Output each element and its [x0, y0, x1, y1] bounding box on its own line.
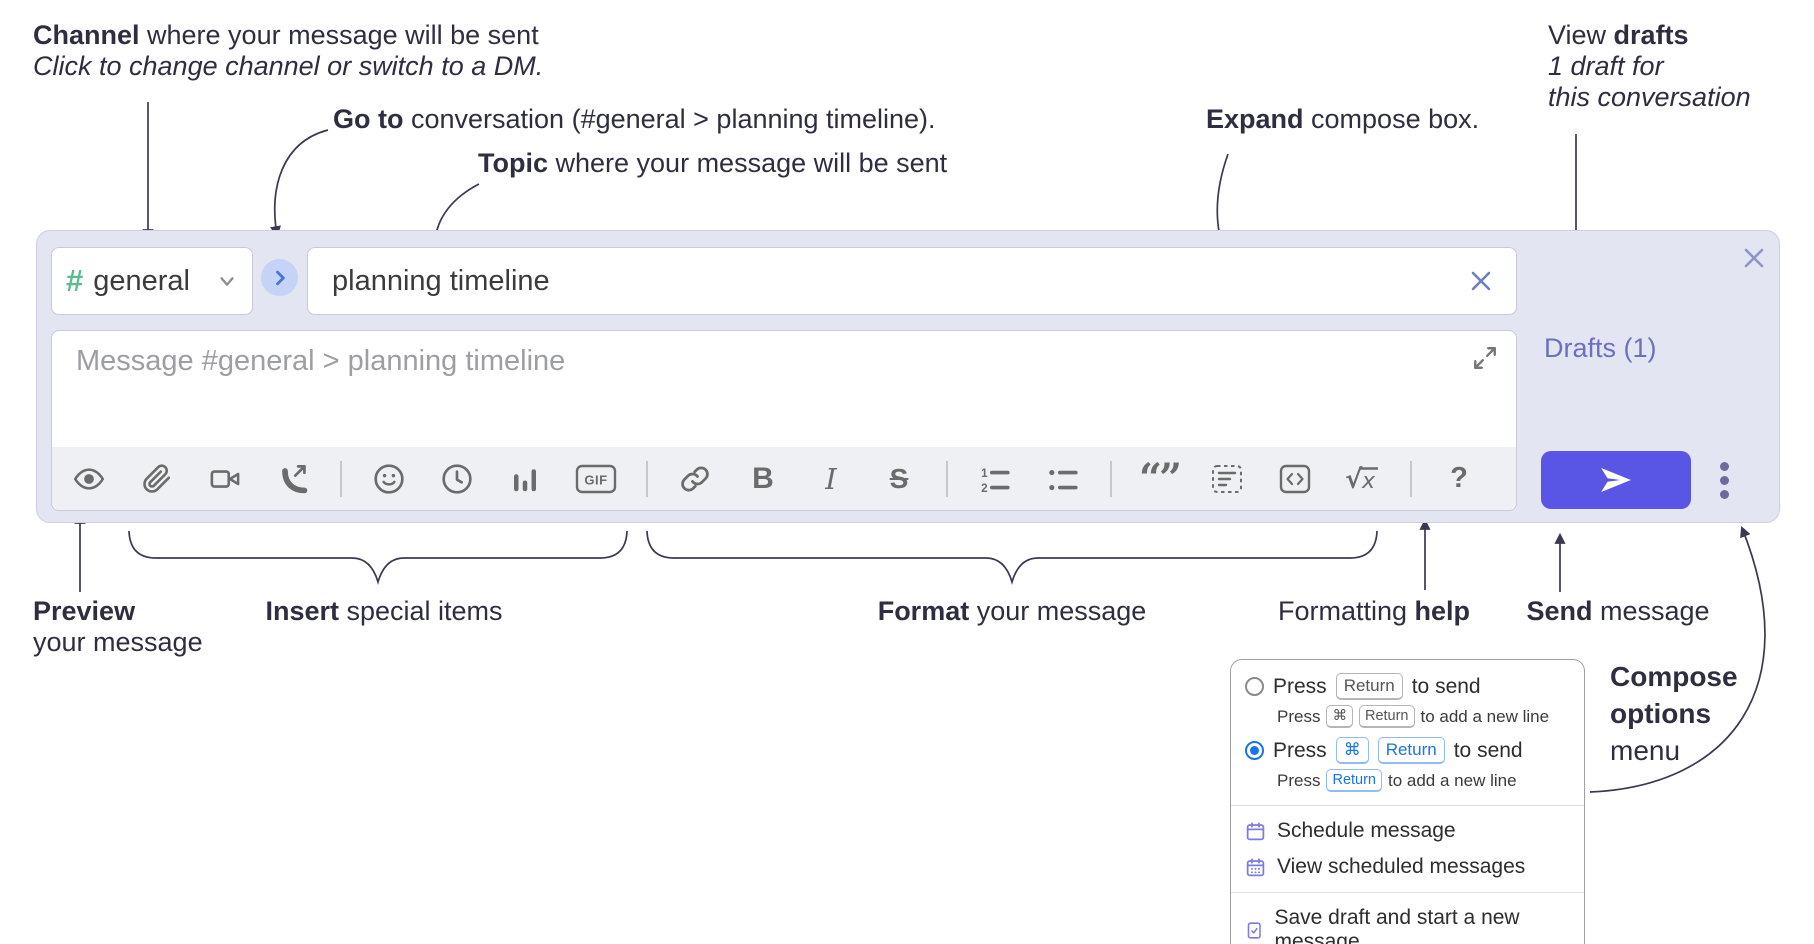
strikethrough-icon[interactable]: S — [889, 462, 909, 494]
menu-divider — [1231, 892, 1584, 893]
chevron-down-icon — [220, 277, 234, 286]
close-compose-icon[interactable] — [1743, 247, 1765, 269]
channel-annotation: Channel where your message will be sent … — [33, 20, 544, 81]
toolbar-divider — [340, 460, 342, 497]
save-draft-icon — [1247, 921, 1261, 939]
code-icon[interactable] — [1274, 457, 1316, 501]
preview-annotation: Preview your message — [33, 596, 203, 657]
kbd-return: Return — [1377, 737, 1445, 764]
go-to-conversation-button[interactable] — [261, 259, 298, 296]
format-annotation: Format your message — [877, 596, 1147, 626]
radio-selected-icon[interactable] — [1245, 741, 1264, 760]
formatting-help-annotation: Formatting help — [1277, 596, 1471, 626]
compose-box: # general planning timeline Message #gen… — [36, 230, 1780, 523]
toolbar-divider — [646, 460, 648, 497]
compose-options-annotation: Compose options menu — [1610, 661, 1738, 766]
bold-icon[interactable]: B — [752, 461, 774, 495]
spoiler-icon[interactable] — [1206, 457, 1248, 501]
audio-call-icon[interactable] — [272, 457, 314, 501]
topic-annotation: Topic where your message will be sent — [478, 148, 948, 178]
kbd-return: Return — [1326, 769, 1382, 792]
toolbar-divider — [1110, 460, 1112, 497]
clear-topic-icon[interactable] — [1470, 270, 1492, 292]
menu-item-save-draft-new-message[interactable]: Save draft and start a new message — [1231, 900, 1584, 944]
schedule-calendar-icon — [1246, 821, 1265, 840]
expand-compose-icon[interactable] — [1472, 345, 1498, 371]
chevron-right-icon — [275, 270, 285, 285]
channel-hash-icon: # — [66, 263, 84, 298]
menu-item-schedule-message[interactable]: Schedule message — [1231, 813, 1584, 849]
video-call-icon[interactable] — [204, 457, 246, 501]
menu-divider — [1231, 805, 1584, 806]
insert-annotation: Insert special items — [265, 596, 503, 626]
time-icon[interactable] — [436, 457, 478, 501]
radio-unselected-icon[interactable] — [1245, 677, 1264, 696]
bulleted-list-icon[interactable] — [1042, 457, 1084, 501]
svg-text:2: 2 — [981, 481, 988, 493]
message-textarea[interactable]: Message #general > planning timeline — [51, 330, 1517, 511]
svg-text:√: √ — [1345, 465, 1363, 494]
message-placeholder: Message #general > planning timeline — [76, 345, 566, 377]
drafts-link[interactable]: Drafts (1) — [1544, 333, 1657, 363]
svg-text:GIF: GIF — [584, 472, 607, 487]
kbd-cmd: ⌘ — [1335, 737, 1369, 764]
quote-icon[interactable]: “” — [1138, 454, 1182, 502]
send-icon — [1601, 467, 1631, 493]
toolbar-divider — [1410, 460, 1412, 497]
view-scheduled-calendar-icon — [1246, 857, 1265, 876]
svg-text:1: 1 — [981, 466, 988, 479]
math-icon[interactable]: √x — [1342, 457, 1384, 501]
compose-options-menu: Press Return to send Press ⌘ Return to a… — [1230, 659, 1585, 944]
kbd-cmd: ⌘ — [1326, 705, 1353, 728]
send-button[interactable] — [1541, 451, 1691, 509]
channel-name: general — [93, 264, 190, 297]
compose-options-menu-button[interactable] — [1711, 457, 1737, 503]
send-option-cmd-enter[interactable]: Press ⌘ Return to send — [1231, 734, 1584, 767]
italic-icon[interactable]: I — [825, 461, 837, 496]
emoji-icon[interactable] — [368, 457, 410, 501]
message-formatting-help-icon[interactable]: ? — [1450, 462, 1468, 494]
topic-value: planning timeline — [332, 264, 550, 297]
toolbar-divider — [946, 460, 948, 497]
send-option-enter[interactable]: Press Return to send — [1231, 670, 1584, 703]
goto-annotation: Go to conversation (#general > planning … — [333, 104, 936, 134]
kbd-return: Return — [1358, 705, 1415, 728]
attach-file-icon[interactable] — [136, 457, 178, 501]
link-icon[interactable] — [674, 457, 716, 501]
channel-selector[interactable]: # general — [51, 247, 253, 315]
topic-input[interactable]: planning timeline — [307, 247, 1517, 315]
gif-icon[interactable]: GIF — [572, 457, 620, 501]
svg-text:x: x — [1361, 469, 1376, 494]
kbd-return: Return — [1335, 673, 1403, 700]
send-option-enter-subtext: Press ⌘ Return to add a new line — [1231, 703, 1584, 734]
view-drafts-annotation: View drafts 1 draft for this conversatio… — [1548, 20, 1751, 112]
preview-eye-icon[interactable] — [68, 457, 110, 501]
send-annotation: Send message — [1526, 596, 1710, 626]
expand-annotation: Expand compose box. — [1206, 104, 1480, 134]
send-option-cmd-enter-subtext: Press Return to add a new line — [1231, 767, 1584, 798]
poll-icon[interactable] — [504, 457, 546, 501]
menu-item-view-scheduled-messages[interactable]: View scheduled messages — [1231, 849, 1584, 885]
